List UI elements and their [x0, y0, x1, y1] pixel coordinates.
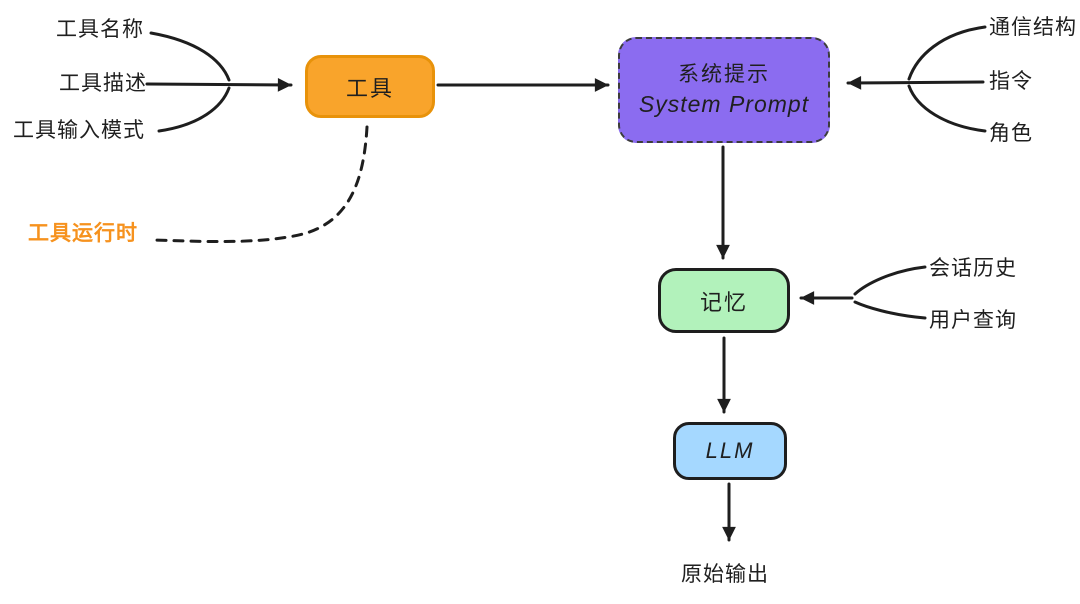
connector-user-query: [853, 300, 927, 320]
connector-comm-structure: [907, 25, 987, 81]
node-tool-label: 工具: [345, 75, 394, 101]
node-memory: 记忆: [658, 268, 790, 333]
node-tool: 工具: [305, 55, 435, 118]
label-role: 角色: [989, 122, 1033, 145]
node-system-prompt: 系统提示 System Prompt: [618, 37, 830, 143]
node-llm: LLM: [673, 422, 787, 480]
label-tool-schema: 工具输入模式: [13, 119, 145, 142]
connector-tool-schema: [157, 86, 231, 133]
node-llm-label: LLM: [705, 438, 755, 463]
label-session-history: 会话历史: [929, 257, 1017, 280]
label-user-query: 用户查询: [929, 309, 1017, 332]
label-tool-runtime: 工具运行时: [28, 222, 138, 245]
label-raw-output: 原始输出: [681, 563, 769, 586]
label-tool-name: 工具名称: [56, 18, 144, 41]
connector-tool-runtime-dashed: [151, 125, 369, 244]
connector-role: [907, 84, 987, 133]
connector-session-history: [853, 265, 927, 296]
node-memory-label: 记忆: [699, 289, 748, 315]
label-tool-desc: 工具描述: [59, 72, 147, 95]
node-system-prompt-label-en: System Prompt: [638, 90, 810, 117]
connector-instruction-arrow: [846, 76, 985, 90]
label-comm-structure: 通信结构: [989, 16, 1077, 39]
connector-tool-name: [149, 31, 231, 82]
connector-tool-desc-arrow: [145, 78, 293, 92]
node-system-prompt-label-zh: 系统提示: [678, 63, 770, 87]
label-instruction: 指令: [989, 70, 1033, 93]
